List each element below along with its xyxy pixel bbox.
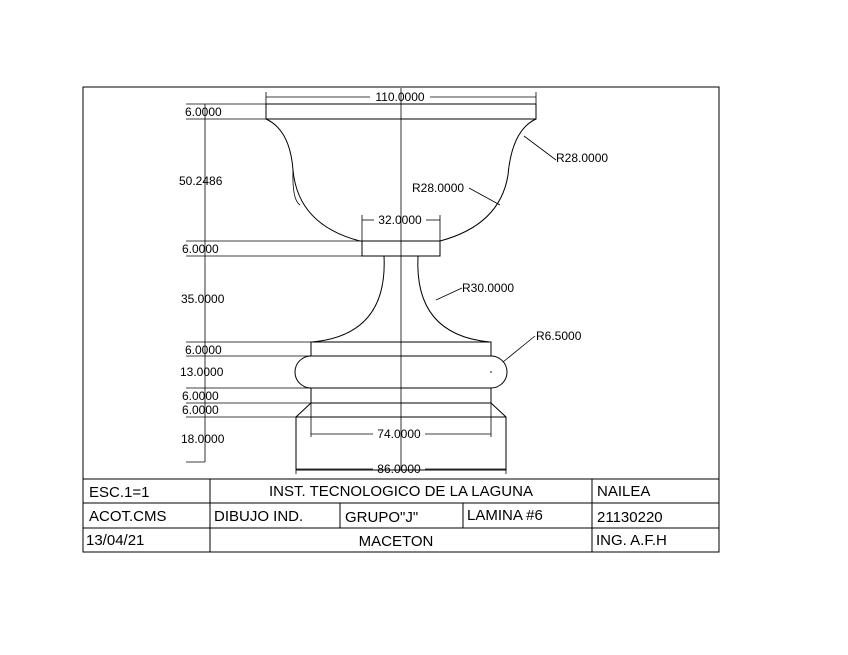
dim-torus-radius: R6.5000: [536, 329, 582, 343]
torus-center: [490, 371, 492, 373]
bowl-inner-curve: [292, 169, 301, 206]
dimension-texts: 110.0000 6.0000 50.2486 R28.0000 R28.000…: [179, 90, 608, 476]
dim-torus-height: 13.0000: [180, 365, 224, 379]
tb-student: NAILEA: [597, 483, 650, 500]
stem-left: [311, 255, 385, 343]
tb-group: GRUPO"J": [345, 509, 418, 526]
dim-base-width: 86.0000: [377, 462, 421, 476]
ring-low: [310, 387, 492, 404]
tb-date: 13/04/21: [86, 532, 144, 549]
dim-bowl-radius-outer: R28.0000: [556, 151, 608, 165]
dim-base-height: 18.0000: [181, 432, 225, 446]
drawing-frame: [82, 86, 720, 553]
tb-title: MACETON: [359, 533, 434, 550]
dim-bowl-height: 50.2486: [179, 174, 223, 188]
dim-bowl-radius-inner: R28.0000: [412, 181, 464, 195]
dim-stem-radius: R30.0000: [462, 281, 514, 295]
tb-units: ACOT.CMS: [89, 508, 167, 525]
tb-student-id: 21130220: [597, 509, 663, 526]
dim-ring-low2-height: 6.0000: [182, 403, 219, 417]
dim-inner-base-width: 74.0000: [377, 427, 421, 441]
tb-teacher: ING. A.F.H: [596, 532, 667, 549]
stem-right: [417, 255, 491, 343]
dim-stem-height: 35.0000: [181, 292, 225, 306]
dim-ring-low-height: 6.0000: [182, 389, 219, 403]
dim-rim-height: 6.0000: [185, 105, 222, 119]
tb-sheet: LAMINA #6: [467, 507, 543, 524]
dimension-lines: [186, 92, 557, 474]
dim-top-width: 110.0000: [375, 90, 424, 104]
dim-ring-top-height: 6.0000: [185, 343, 222, 357]
tb-scale: ESC.1=1: [89, 484, 149, 501]
rim: [265, 103, 537, 120]
tb-subject: DIBUJO IND.: [214, 508, 303, 525]
title-block: ESC.1=1 INST. TECNOLOGICO DE LA LAGUNA N…: [83, 478, 719, 552]
tb-institution: INST. TECNOLOGICO DE LA LAGUNA: [269, 483, 533, 500]
dim-collar-height: 6.0000: [182, 242, 219, 256]
dim-neck-width: 32.0000: [378, 213, 422, 227]
collar: [361, 240, 441, 257]
maceton-part: [265, 88, 537, 471]
